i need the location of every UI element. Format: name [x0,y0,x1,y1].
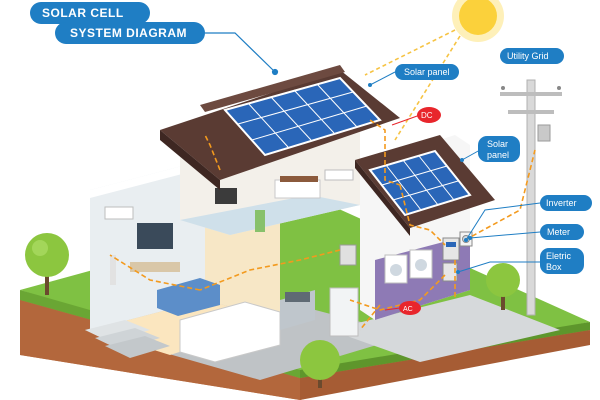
svg-text:panel: panel [487,150,509,160]
label-electric-box: Eletric Box [540,248,584,274]
svg-text:Utility Grid: Utility Grid [507,51,549,61]
tree-right [486,263,520,310]
svg-text:DC: DC [421,111,433,120]
svg-text:AC: AC [403,306,413,313]
title-line-1: SOLAR CELL [42,6,124,20]
svg-text:Box: Box [546,262,562,272]
dc-callout-line [391,114,421,126]
side-walkway [330,295,560,362]
label-utility-grid: Utility Grid [500,48,564,64]
svg-text:Solar panel: Solar panel [404,67,450,77]
svg-text:Solar: Solar [487,139,508,149]
label-meter: Meter [540,224,584,240]
title-badge: SOLAR CELL SYSTEM DIAGRAM [30,2,205,44]
label-solar-panel-side: Solar panel [478,136,520,162]
callout-dots [368,83,472,274]
sun-rays [364,29,461,141]
label-inverter: Inverter [540,195,592,211]
label-dc: DC [417,107,441,123]
tree-front [300,340,340,388]
svg-text:Inverter: Inverter [546,198,577,208]
ac-callout-line [384,307,401,311]
tree-left [25,233,69,295]
sun-icon [452,0,504,42]
inverter-icon [442,237,460,261]
utility-pole [500,79,562,316]
svg-text:Meter: Meter [547,227,570,237]
side-solar-panel [368,149,472,217]
kitchen [179,287,359,363]
main-solar-panel [223,76,382,157]
title-line-2: SYSTEM DIAGRAM [70,26,187,40]
callout-lines [369,71,541,273]
power-wiring [109,119,536,331]
svg-text:Eletric: Eletric [546,251,572,261]
label-ac: AC [399,301,421,315]
entry-stairs [85,320,170,358]
title-callout [205,32,279,76]
living-room-furniture [104,206,220,316]
label-solar-panel-top: Solar panel [395,64,459,80]
